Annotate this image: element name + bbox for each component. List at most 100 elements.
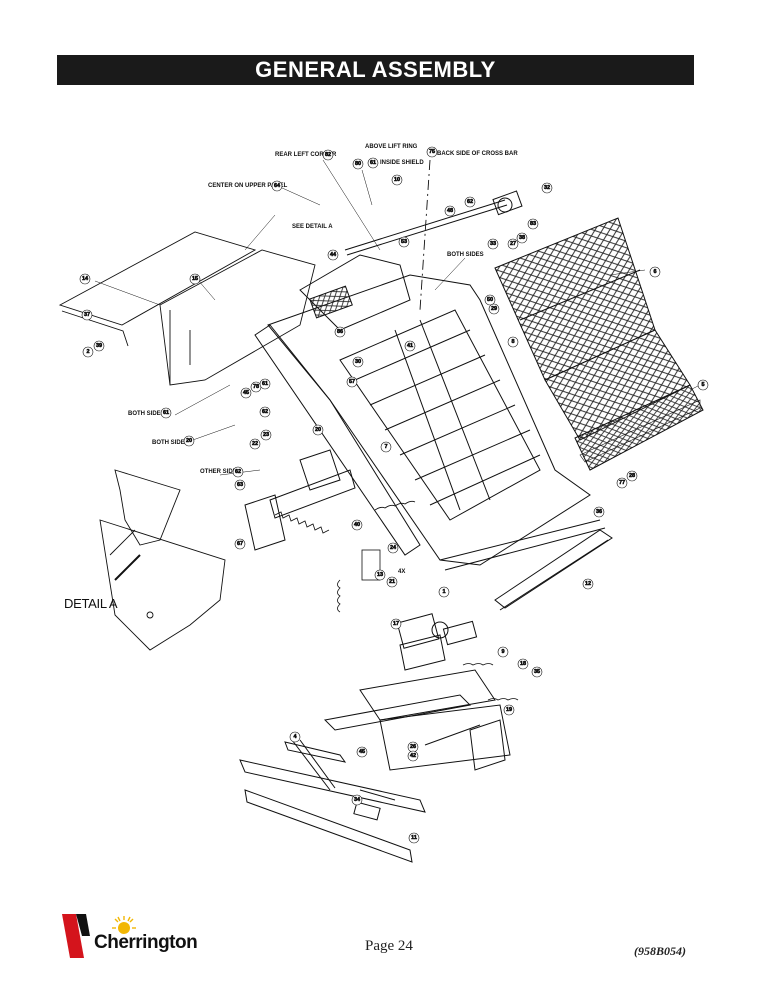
motor-assembly xyxy=(396,613,478,671)
leader-lines xyxy=(94,159,701,476)
callout-4x: 4X xyxy=(398,569,405,575)
svg-text:9: 9 xyxy=(501,649,504,655)
callout-both-sides-3: BOTH SIDES xyxy=(152,440,189,446)
svg-text:32: 32 xyxy=(544,185,550,191)
part-bubble: 8 xyxy=(507,336,519,348)
left-frame-member xyxy=(244,449,356,551)
svg-text:14: 14 xyxy=(82,276,89,282)
svg-text:61: 61 xyxy=(163,410,169,416)
svg-text:61: 61 xyxy=(370,160,376,166)
svg-text:44: 44 xyxy=(330,252,337,258)
svg-text:24: 24 xyxy=(390,545,397,551)
svg-text:20: 20 xyxy=(186,438,192,444)
part-bubble: 61 xyxy=(367,157,379,169)
top-cover-panel xyxy=(58,231,257,347)
part-bubble: 28 xyxy=(626,470,638,482)
right-lower-rail xyxy=(494,529,613,611)
part-bubble: 50 xyxy=(484,294,496,306)
document-code: (958B054) xyxy=(634,944,686,958)
svg-text:13: 13 xyxy=(377,572,383,578)
svg-text:22: 22 xyxy=(252,441,258,447)
detail-a-view xyxy=(99,469,226,651)
callout-see-detail-a: SEE DETAIL A xyxy=(292,224,333,230)
part-bubble: 83 xyxy=(527,218,539,230)
part-bubble: 7 xyxy=(380,441,392,453)
svg-text:77: 77 xyxy=(619,480,625,486)
center-line xyxy=(419,159,431,311)
part-bubble: 80 xyxy=(352,158,364,170)
part-bubble: 2 xyxy=(82,346,94,358)
part-bubble: 75 xyxy=(426,146,438,158)
part-bubble: 18 xyxy=(517,658,529,670)
svg-text:30: 30 xyxy=(355,359,361,365)
brand-logo: Cherrington xyxy=(62,912,202,960)
svg-text:57: 57 xyxy=(349,379,355,385)
callout-both-sides-1: BOTH SIDES xyxy=(447,252,484,258)
svg-text:27: 27 xyxy=(510,241,516,247)
part-bubble: 30 xyxy=(352,356,364,368)
svg-text:45: 45 xyxy=(359,749,365,755)
svg-text:20: 20 xyxy=(315,427,321,433)
svg-text:86: 86 xyxy=(337,329,343,335)
part-bubble: 82 xyxy=(322,149,334,161)
svg-text:45: 45 xyxy=(243,390,249,396)
callout-above-lift-ring: ABOVE LIFT RING xyxy=(365,144,418,150)
part-bubble: 41 xyxy=(404,340,416,352)
callout-center-upper-panel: CENTER ON UPPER PANEL xyxy=(208,183,288,189)
part-bubble: 39 xyxy=(93,340,105,352)
part-bubble: 17 xyxy=(390,618,402,630)
lower-chassis xyxy=(323,669,511,771)
part-bubble: 32 xyxy=(541,182,553,194)
svg-text:62: 62 xyxy=(235,469,241,475)
part-bubble: 27 xyxy=(507,238,519,250)
svg-text:82: 82 xyxy=(325,152,331,158)
svg-text:15: 15 xyxy=(192,276,198,282)
part-bubble: 86 xyxy=(334,326,346,338)
svg-text:62: 62 xyxy=(467,199,473,205)
part-bubble: 13 xyxy=(374,569,386,581)
svg-text:29: 29 xyxy=(491,306,497,312)
part-bubble: 38 xyxy=(516,232,528,244)
part-bubble: 33 xyxy=(487,238,499,250)
part-bubble: 62 xyxy=(232,466,244,478)
svg-text:83: 83 xyxy=(530,221,536,227)
part-bubble: 67 xyxy=(234,538,246,550)
part-bubble: 35 xyxy=(531,666,543,678)
part-bubble: 5 xyxy=(697,379,709,391)
callout-rear-left-corner: REAR LEFT CORNER xyxy=(275,152,337,158)
svg-text:53: 53 xyxy=(401,239,407,245)
part-bubble: 45 xyxy=(356,746,368,758)
callout-back-side-cross-bar: BACK SIDE OF CROSS BAR xyxy=(437,151,518,157)
svg-text:26: 26 xyxy=(410,744,416,750)
part-bubble: 44 xyxy=(327,249,339,261)
part-bubble: 26 xyxy=(407,741,419,753)
part-bubble: 57 xyxy=(346,376,358,388)
part-bubble: 63 xyxy=(234,479,246,491)
svg-text:37: 37 xyxy=(84,312,90,318)
svg-text:40: 40 xyxy=(354,522,360,528)
svg-text:6: 6 xyxy=(653,269,656,275)
main-frame xyxy=(254,254,606,571)
svg-text:8: 8 xyxy=(511,339,514,345)
part-bubble: 22 xyxy=(249,438,261,450)
svg-text:35: 35 xyxy=(534,669,540,675)
part-bubble: 36 xyxy=(593,506,605,518)
svg-text:28: 28 xyxy=(629,473,635,479)
part-bubble: 37 xyxy=(81,309,93,321)
part-bubble: 48 xyxy=(444,205,456,217)
logo-mark-icon xyxy=(62,914,136,958)
svg-text:1: 1 xyxy=(442,589,445,595)
page-title: GENERAL ASSEMBLY xyxy=(255,57,496,82)
svg-text:34: 34 xyxy=(354,797,361,803)
part-bubble: 62 xyxy=(259,406,271,418)
svg-text:33: 33 xyxy=(490,241,496,247)
part-bubble: 9 xyxy=(497,646,509,658)
svg-text:17: 17 xyxy=(393,621,399,627)
rear-panel xyxy=(159,249,316,386)
part-bubble: 45 xyxy=(240,387,252,399)
part-bubble: 53 xyxy=(398,236,410,248)
brand-name: Cherrington xyxy=(94,932,198,953)
part-bubble: 15 xyxy=(189,273,201,285)
svg-text:7: 7 xyxy=(384,444,387,450)
